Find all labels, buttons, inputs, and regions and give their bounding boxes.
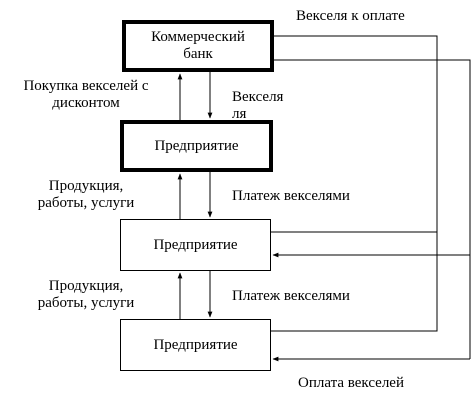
label-buy-bills-discount: Покупка векселей с дисконтом [23,78,149,111]
node-enterprise-2: Предприятие [120,219,271,271]
label-payment-bills-1: Платеж векселями [232,188,350,204]
label-products-services-1: Продукция, работы, услуги [37,178,135,211]
node-enterprise-2-label: Предприятие [153,236,238,253]
arrow-outer-to-bank [274,59,471,359]
label-products-services-2: Продукция, работы, услуги [37,278,135,311]
label-bills-to-pay: Векселя к оплате [296,8,405,24]
node-enterprise-1: Предприятие [120,120,273,172]
label-bills-repayment: Оплата векселей [298,375,404,391]
node-enterprise-3: Предприятие [120,319,271,371]
node-commercial-bank: Коммерческий банк [122,20,274,72]
line-bank-to-bills-inner [271,35,438,332]
node-enterprise-3-label: Предприятие [153,336,238,353]
node-commercial-bank-label: Коммерческий банк [151,29,245,62]
label-bills-mid: Векселя ля [232,89,284,122]
node-enterprise-1-label: Предприятие [154,137,239,154]
label-payment-bills-2: Платеж векселями [232,288,350,304]
